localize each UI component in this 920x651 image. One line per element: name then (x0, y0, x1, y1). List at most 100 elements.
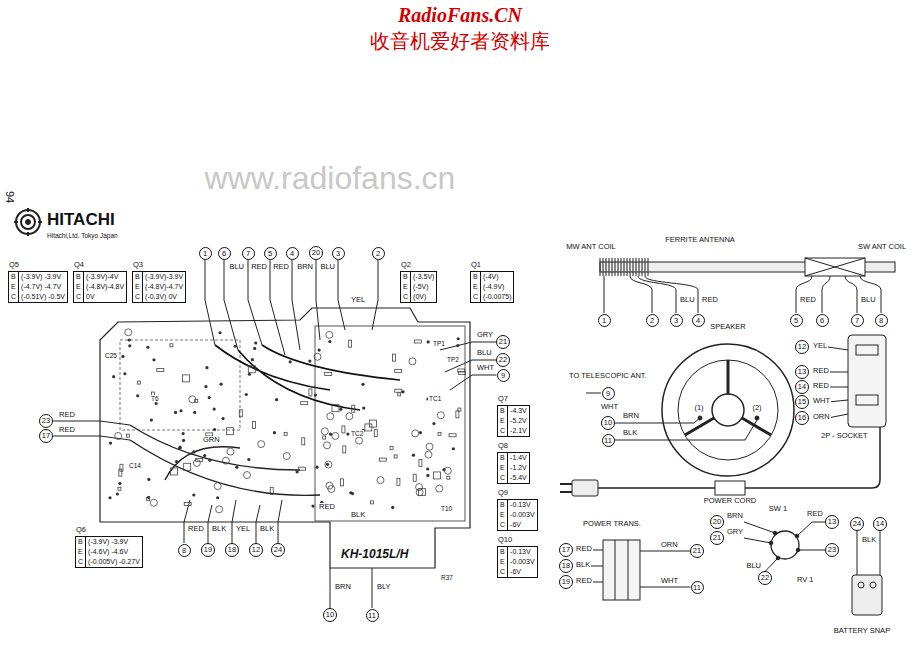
resistor-symbol (398, 393, 401, 396)
resistor-symbol (395, 369, 402, 372)
callout-number: 5 (794, 316, 798, 325)
callout-number: 9 (501, 371, 505, 380)
terminal-letter: C (401, 292, 411, 302)
switch-leads (744, 522, 826, 572)
capacitor-symbol (193, 459, 200, 466)
callout-number: 7 (855, 316, 859, 325)
voltage-value: 0V (84, 292, 126, 302)
solder-pad (204, 385, 207, 388)
callout-circle: 24 (271, 543, 285, 557)
terminal-letter: C (498, 520, 508, 530)
drawing (14, 208, 895, 615)
callout-number: 2 (650, 316, 654, 325)
site-banner: RadioFans.CN (397, 4, 523, 27)
socket-leads (828, 347, 848, 418)
part-label: RED (575, 545, 593, 554)
logo-ring (21, 215, 35, 229)
part-label: GRN (202, 436, 221, 445)
callout-number: 22 (761, 573, 769, 582)
solder-pad (136, 394, 139, 397)
callout-number: 13 (828, 517, 836, 526)
terminal-letter: E (9, 282, 19, 292)
pcb-block (315, 326, 465, 521)
part-label: TP2 (446, 356, 460, 363)
voltage-table: Q10B-0.13VE-0.003VC-6V (497, 546, 538, 578)
callout-circle: 3 (332, 247, 345, 260)
solder-pad (426, 467, 429, 470)
transistor-name: Q3 (133, 260, 143, 270)
resistor-symbol (332, 405, 339, 412)
voltage-value: (0V) (411, 292, 436, 302)
capacitor-symbol (321, 428, 328, 435)
terminal-letter: C (498, 473, 508, 483)
part-label: RV 1 (796, 576, 815, 585)
callout-number: 7 (246, 249, 250, 258)
transistor-name: Q9 (498, 488, 508, 498)
part-label: WHT (476, 364, 495, 373)
terminal-letter: B (498, 500, 508, 510)
solder-pad (427, 340, 430, 343)
solder-pad (308, 359, 311, 362)
part-label: (2) (751, 404, 762, 413)
solder-pad (289, 360, 292, 363)
callout-number: 21 (713, 533, 721, 542)
solder-pad (452, 447, 455, 450)
resistor-symbol (433, 472, 440, 479)
resistor-symbol (301, 402, 308, 405)
callout-number: 18 (228, 545, 236, 554)
callout-number: 8 (879, 316, 883, 325)
resistor-symbol (196, 459, 203, 462)
transistor-name: Q4 (74, 260, 84, 270)
solder-pad (391, 506, 394, 509)
terminal-letter: C (498, 567, 508, 577)
capacitor-symbol (327, 413, 334, 420)
callout-number: 4 (290, 249, 294, 258)
resistor-symbol (302, 438, 305, 445)
part-label: BLU (228, 263, 245, 272)
solder-pad (311, 505, 314, 508)
wire-harness (215, 345, 400, 410)
voltage-table: Q5B(-3.9V) -3.9VE(-4.7V) -4.7VC(-0.51V) … (8, 271, 68, 303)
brand-logo-text: HITACHI (46, 210, 116, 230)
voltage-value: -6V (508, 520, 537, 530)
page-number: 94 (3, 190, 16, 204)
callout-number: 10 (604, 418, 612, 427)
solder-pad (432, 422, 435, 425)
capacitor-symbol (412, 430, 419, 437)
callout-number: 1 (203, 249, 207, 258)
callout-number: 18 (562, 561, 570, 570)
voltage-value: -1.4V (508, 453, 529, 463)
callout-circle: 22 (496, 353, 510, 367)
resistor-symbol (397, 478, 400, 485)
part-label: BLK (575, 561, 591, 570)
voltage-table: Q3B(-3.9V)-3.9VE(-4.8V)-4.7VC(-0.3V) 0V (132, 271, 186, 303)
mw-coil (600, 258, 648, 276)
callout-number: 14 (876, 519, 884, 528)
part-label: BRN (726, 512, 744, 521)
solder-pad (205, 366, 208, 369)
solder-pad (426, 474, 429, 477)
part-label: R37 (440, 574, 454, 581)
solder-pad (351, 492, 354, 495)
resistor-symbol (374, 430, 377, 437)
resistor-symbol (395, 389, 402, 392)
capacitor-symbol (227, 448, 234, 455)
voltage-value: -0.13V (508, 500, 537, 510)
voltage-value: (-3.9V)-3.9V (143, 272, 185, 282)
callout-number: 11 (604, 436, 612, 445)
speaker-leads (615, 418, 757, 440)
cord (598, 427, 880, 488)
callout-circle: 6 (816, 314, 829, 327)
part-label: BLU (679, 296, 696, 305)
voltage-value: (-3.9V) -3.9V (19, 272, 67, 282)
terminal-letter: E (76, 547, 86, 557)
capacitor-symbol (314, 353, 321, 360)
callout-circle: 2 (646, 314, 659, 327)
part-label: YEL (350, 296, 366, 305)
solder-pad (178, 446, 181, 449)
voltage-value: (-0.0075) (481, 292, 513, 302)
voltage-value: (-0.005V) -0.27V (86, 557, 142, 567)
solder-pad (182, 432, 185, 435)
capacitor-symbol (189, 396, 196, 403)
part-label: FERRITE ANTENNA (664, 236, 736, 245)
